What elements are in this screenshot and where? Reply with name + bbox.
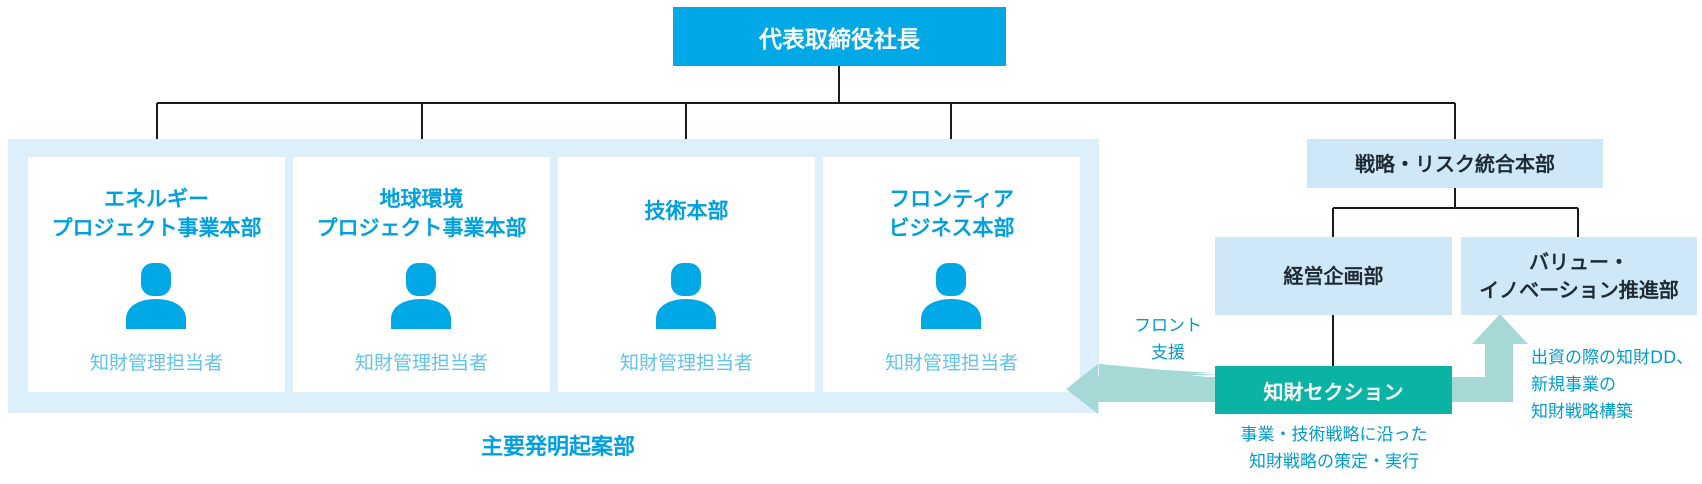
division-title: 技術本部	[644, 199, 729, 223]
division-title: 地球環境 プロジェクト事業本部	[316, 187, 527, 240]
ceo-label: 代表取締役社長	[759, 26, 920, 53]
ip-section-box: 知財セクション	[1215, 366, 1452, 414]
person-icon	[656, 263, 716, 329]
value-support-note: 出資の際の知財DD、 新規事業の 知財戦略構築	[1531, 348, 1694, 422]
invention-panel-label: 主要発明起案部	[418, 428, 698, 462]
division-title: エネルギー プロジェクト事業本部	[51, 187, 262, 240]
value-dept-label: バリュー・ イノベーション推進部	[1479, 250, 1679, 302]
planning-dept-box: 経営企画部	[1215, 237, 1452, 315]
division-role: 知財管理担当者	[884, 352, 1018, 374]
division-card: フロンティア ビジネス本部 知財管理担当者	[823, 157, 1080, 392]
invention-panel-label-text: 主要発明起案部	[480, 435, 635, 460]
ip-section-label: 知財セクション	[1263, 379, 1404, 404]
value-dept-box: バリュー・ イノベーション推進部	[1461, 237, 1697, 315]
division-role: 知財管理担当者	[354, 352, 488, 374]
strategy-hq-label: 戦略・リスク統合本部	[1355, 151, 1555, 176]
division-role: 知財管理担当者	[619, 352, 753, 374]
ip-strategy-note: 事業・技術戦略に沿った 知財戦略の策定・実行	[1240, 425, 1428, 472]
division-card: 地球環境 プロジェクト事業本部 知財管理担当者	[293, 157, 550, 392]
person-icon	[391, 263, 451, 329]
division-title: フロンティア ビジネス本部	[888, 187, 1015, 240]
planning-dept-label: 経営企画部	[1283, 264, 1384, 288]
division-role: 知財管理担当者	[89, 352, 223, 374]
front-support-note: フロント 支援	[1134, 316, 1202, 363]
division-card: エネルギー プロジェクト事業本部 知財管理担当者	[28, 157, 285, 392]
division-card: 技術本部 知財管理担当者	[558, 157, 815, 392]
ceo-box: 代表取締役社長	[673, 7, 1006, 66]
strategy-hq-box: 戦略・リスク統合本部	[1307, 139, 1603, 188]
front-support-arrow-icon	[1066, 364, 1215, 414]
person-icon	[126, 263, 186, 329]
left-block-arrow	[1064, 364, 1215, 375]
person-icon	[921, 263, 981, 329]
value-support-arrow-icon	[1452, 314, 1528, 402]
